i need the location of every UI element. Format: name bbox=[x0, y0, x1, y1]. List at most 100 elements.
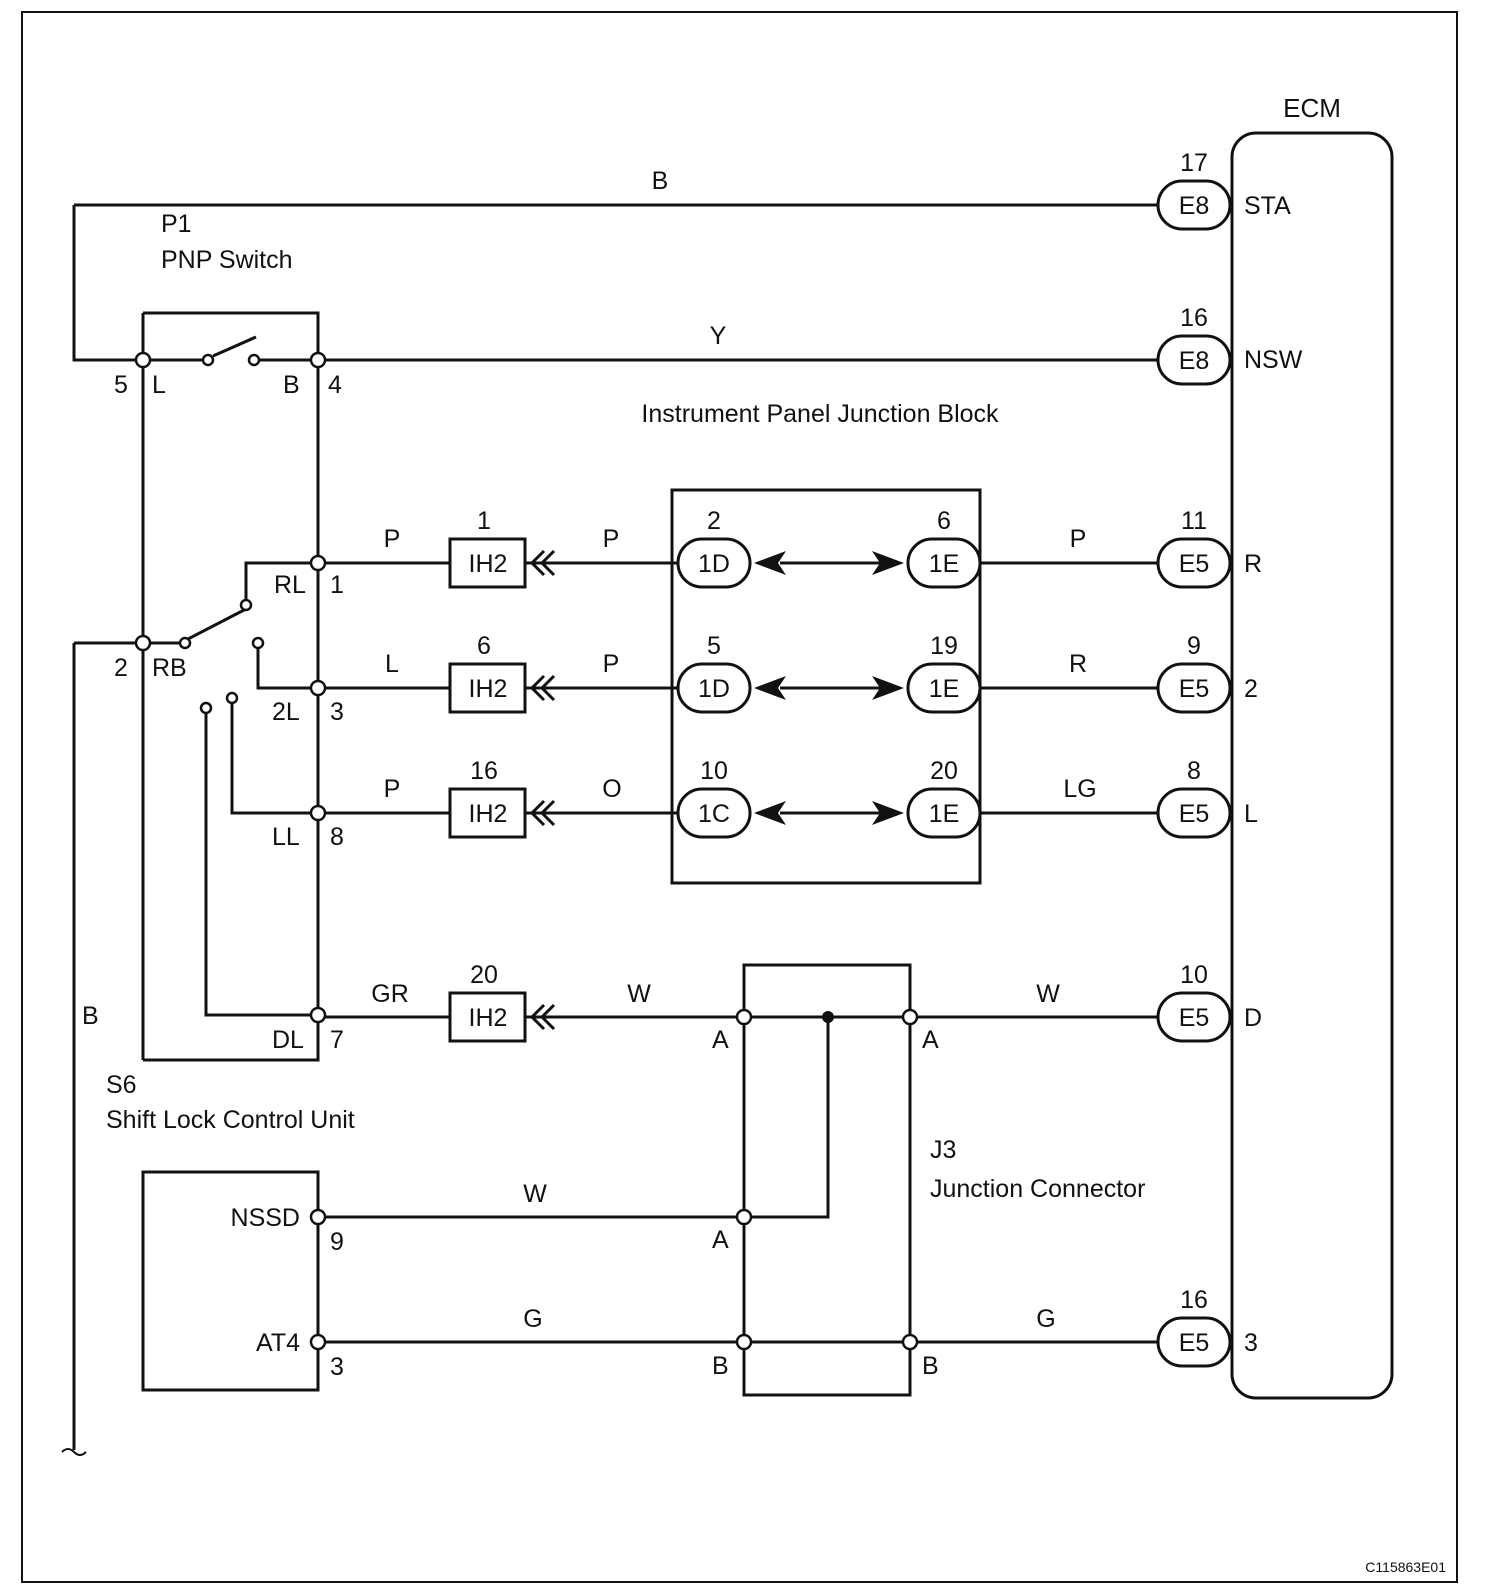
jb-right-num: 19 bbox=[930, 632, 958, 660]
ih2-num: 20 bbox=[470, 961, 498, 989]
ih2-label: IH2 bbox=[469, 550, 508, 578]
wire-color-label: GR bbox=[371, 980, 409, 1008]
wire-color-label: O bbox=[602, 775, 621, 803]
jb-right-num: 20 bbox=[930, 757, 958, 785]
j3-name: Junction Connector bbox=[930, 1175, 1145, 1203]
unit-terminal-name: NSSD bbox=[231, 1204, 300, 1232]
jb-right-pill bbox=[906, 537, 982, 589]
terminal-points bbox=[134, 351, 919, 1351]
ip-jb-title: Instrument Panel Junction Block bbox=[641, 400, 999, 428]
chevron-connector-icon bbox=[529, 1003, 556, 1031]
j3-pin: B bbox=[922, 1352, 939, 1380]
wire-color-label: P bbox=[603, 525, 620, 553]
jb-right-num: 6 bbox=[937, 507, 951, 535]
terminal-point bbox=[309, 554, 327, 572]
ecm-connectors: E8 E8 E5 E5 E5 E5 E5 17 16 11 9 8 10 16 … bbox=[652, 149, 1303, 1368]
wire-color-label: G bbox=[1036, 1305, 1055, 1333]
wire-color-label: L bbox=[385, 650, 399, 678]
ecm-conn-label: E5 bbox=[1179, 675, 1210, 703]
jb-arrow-left-icon bbox=[754, 551, 786, 575]
shift-lock-outline-bottom bbox=[143, 1015, 320, 1062]
jb-left-num: 2 bbox=[707, 507, 721, 535]
ih2-box bbox=[448, 662, 527, 714]
pnp-switch-code: P1 bbox=[161, 210, 192, 238]
chevron-connector-icon bbox=[529, 549, 556, 577]
pin-label: RB bbox=[152, 654, 187, 682]
ih2-box bbox=[448, 537, 527, 589]
ih2-label: IH2 bbox=[469, 1004, 508, 1032]
jb-right-conn: 1E bbox=[929, 800, 960, 828]
pnp-contact-blade bbox=[212, 335, 257, 358]
jb-left-conn: 1D bbox=[698, 550, 730, 578]
j3-code: J3 bbox=[930, 1136, 956, 1164]
wire-color-label: Y bbox=[710, 322, 727, 350]
wire-color-label: G bbox=[523, 1305, 542, 1333]
terminal-point bbox=[309, 1208, 327, 1226]
ecm-terminal-num: 16 bbox=[1180, 304, 1208, 332]
switch-contact-point bbox=[201, 353, 215, 367]
wire-color-label: W bbox=[523, 1180, 547, 1208]
jb-left-conn: 1C bbox=[698, 800, 730, 828]
ecm-pill-6: E5 bbox=[1156, 991, 1232, 1043]
terminal-point bbox=[901, 1008, 919, 1026]
wire-color-label: P bbox=[384, 775, 401, 803]
pin-label: DL bbox=[272, 1026, 304, 1054]
pin-number: 7 bbox=[330, 1026, 344, 1054]
jb-arrow-left-icon bbox=[754, 676, 786, 700]
terminal-point bbox=[134, 634, 152, 652]
chevron-connector-icon bbox=[529, 799, 556, 827]
switch-contact-point bbox=[199, 701, 213, 715]
ih2-box bbox=[448, 787, 527, 839]
jb-left-conn: 1D bbox=[698, 675, 730, 703]
ecm-terminal-name: 3 bbox=[1244, 1329, 1258, 1357]
pin-label: L bbox=[152, 371, 166, 399]
chevron-connector-icon bbox=[529, 674, 556, 702]
jb-arrow-left-icon bbox=[754, 801, 786, 825]
lower-unit-box bbox=[141, 1170, 320, 1392]
pin-number: 3 bbox=[330, 698, 344, 726]
ecm-title: ECM bbox=[1283, 93, 1341, 123]
wire-color-label: W bbox=[627, 980, 651, 1008]
jb-arrow-right-icon bbox=[872, 676, 904, 700]
ecm-terminal-name: STA bbox=[1244, 192, 1291, 220]
jb-right-pill bbox=[906, 787, 982, 839]
ecm-terminal-num: 9 bbox=[1187, 632, 1201, 660]
pin-label: 2L bbox=[272, 698, 300, 726]
terminal-point bbox=[735, 1208, 753, 1226]
wire-rl-internal bbox=[244, 561, 318, 605]
ecm-conn-label: E8 bbox=[1179, 192, 1210, 220]
ecm-conn-label: E5 bbox=[1179, 1004, 1210, 1032]
ecm-body bbox=[1230, 131, 1394, 1400]
splice-dot bbox=[822, 1011, 834, 1023]
ecm-terminal-num: 17 bbox=[1180, 149, 1208, 177]
pin-label: LL bbox=[272, 823, 300, 851]
ecm-pill-5: E5 bbox=[1156, 787, 1232, 839]
jb-left-num: 5 bbox=[707, 632, 721, 660]
ih2-num: 1 bbox=[477, 507, 491, 535]
wire-dl-internal bbox=[204, 712, 318, 1017]
ecm-terminal-num: 11 bbox=[1181, 507, 1207, 535]
ecm-pill-1: E8 bbox=[1156, 179, 1232, 231]
ecm-conn-label: E8 bbox=[1179, 347, 1210, 375]
j3-pin: A bbox=[712, 1026, 729, 1054]
j3-junction-connector bbox=[742, 963, 912, 1397]
unit-terminal-name: AT4 bbox=[256, 1329, 300, 1357]
j3-a-tie bbox=[744, 1017, 830, 1219]
wire-color-label: W bbox=[1036, 980, 1060, 1008]
terminal-point bbox=[309, 351, 327, 369]
ecm-terminal-num: 10 bbox=[1180, 961, 1208, 989]
ih2-num: 16 bbox=[470, 757, 498, 785]
wire-color-label: P bbox=[603, 650, 620, 678]
pin-label: B bbox=[283, 371, 300, 399]
wire-color-label: P bbox=[1070, 525, 1087, 553]
ip-jb-content: Instrument Panel Junction Block 1D 2 1E … bbox=[641, 400, 999, 839]
ground-wire-label: B bbox=[82, 1002, 99, 1030]
ecm-terminal-name: 2 bbox=[1244, 675, 1258, 703]
jb-left-pill bbox=[676, 787, 752, 839]
wire-color-label: R bbox=[1069, 650, 1087, 678]
j3-labels: J3 Junction Connector A A A B B NSSD 9 A… bbox=[231, 1026, 1146, 1381]
terminal-point bbox=[901, 1333, 919, 1351]
pnp-switch-outline-top bbox=[143, 311, 320, 360]
pin-number: 2 bbox=[114, 654, 128, 682]
